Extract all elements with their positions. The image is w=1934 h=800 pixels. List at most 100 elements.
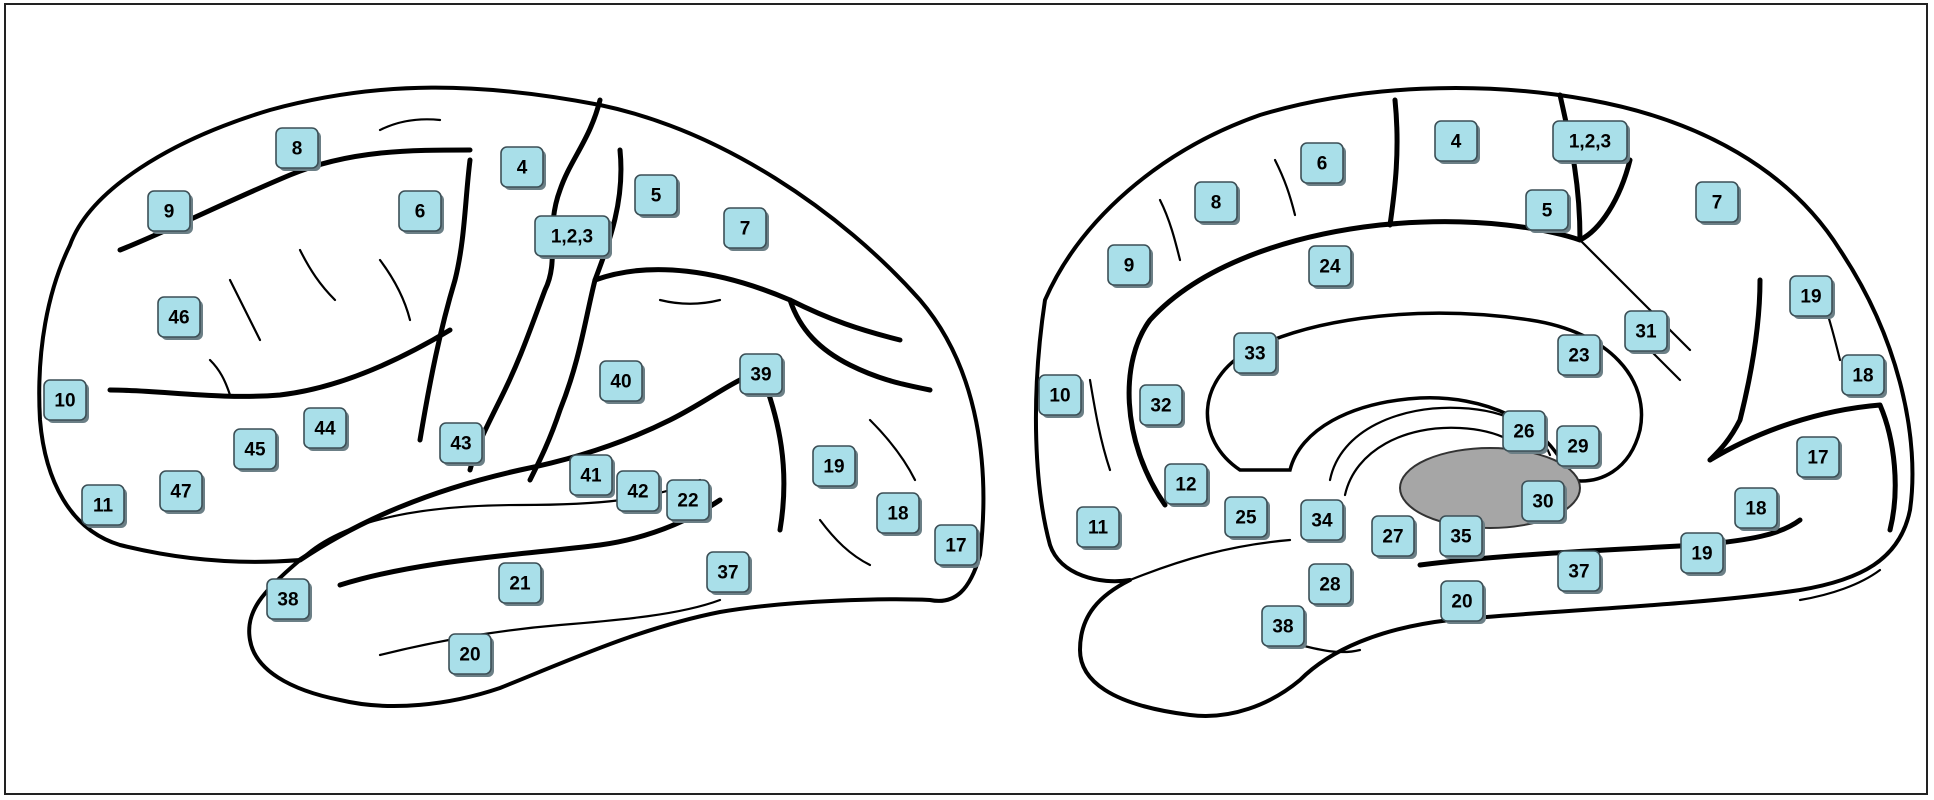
lateral-area-label: 10: [43, 379, 89, 423]
medial-area-label-text: 9: [1124, 256, 1135, 277]
lateral-area-label-box: [634, 174, 678, 216]
lateral-area-label: 44: [303, 407, 349, 451]
sylvian-fissure: [297, 377, 743, 563]
medial-area-label-text: 33: [1244, 344, 1265, 365]
medial-area-label-box: [1521, 480, 1565, 522]
medial-area-label-text: 11: [1088, 518, 1109, 539]
lateral-area-label-text: 45: [244, 440, 266, 461]
medial-area-label-box: [1695, 181, 1739, 223]
medial-area-label: 19: [1789, 275, 1835, 319]
medial-area-label: 1,2,3: [1552, 120, 1630, 164]
lateral-area-label-text: 21: [509, 574, 531, 595]
lateral-area-label-text: 9: [164, 202, 175, 223]
medial-area-label-box: [1789, 275, 1833, 317]
paracentral-sulcus: [1387, 97, 1400, 228]
medial-area-label: 27: [1371, 515, 1417, 559]
medial-area-label: 12: [1164, 463, 1210, 507]
lateral-area-label-text: 39: [750, 365, 771, 386]
lateral-area-label: 22: [666, 479, 712, 523]
lateral-area-label-text: 4: [517, 158, 528, 179]
medial-area-label-text: 37: [1568, 562, 1589, 583]
medial-area-label-text: 24: [1319, 257, 1341, 278]
lateral-area-label: 20: [448, 633, 494, 677]
inferior-temporal-sulcus: [378, 598, 722, 657]
lateral-area-label: 39: [739, 353, 785, 397]
medial-area-label: 11: [1076, 506, 1122, 550]
medial-area-label-box: [1164, 463, 1208, 505]
medial-area-label-text: 5: [1542, 201, 1553, 222]
lateral-area-label: 11: [81, 484, 127, 528]
medial-area-label-box: [1796, 436, 1840, 478]
lateral-area-label-text: 1,2,3: [551, 227, 593, 248]
lateral-area-label: 6: [398, 190, 444, 234]
collateral-sulcus: [1417, 517, 1803, 568]
medial-area-label: 30: [1521, 480, 1567, 524]
medial-area-label-box: [1734, 487, 1778, 529]
lateral-area-label: 38: [266, 578, 312, 622]
lateral-area-label: 8: [275, 127, 321, 171]
medial-area-label-text: 1,2,3: [1569, 132, 1611, 153]
minor-sulcus-2: [228, 278, 262, 342]
lateral-area-label-text: 46: [168, 308, 189, 329]
lateral-area-label: 47: [159, 470, 205, 514]
medial-area-label-text: 4: [1451, 132, 1462, 153]
medial-parieto-occipital-sulcus: [1707, 277, 1763, 463]
lateral-area-label-box: [500, 146, 544, 188]
medial-area-label-box: [1557, 334, 1601, 376]
precentral-sulcus: [417, 157, 473, 443]
medial-area-label-text: 31: [1635, 322, 1657, 343]
lateral-area-label-text: 7: [740, 219, 751, 240]
lateral-area-label-box: [439, 422, 483, 464]
medial-area-label-text: 18: [1852, 366, 1873, 387]
medial-area-label: 28: [1308, 563, 1354, 607]
lateral-area-label-box: [303, 407, 347, 449]
minor-sulcus-6: [868, 418, 917, 482]
medial-area-label-text: 26: [1513, 422, 1534, 443]
lateral-area-label-box: [159, 470, 203, 512]
medial-area-label: 8: [1194, 181, 1240, 225]
medial-area-label-box: [1371, 515, 1415, 557]
medial-area-label: 34: [1300, 499, 1346, 543]
medial-area-label: 17: [1796, 436, 1842, 480]
medial-area-label: 29: [1556, 425, 1602, 469]
medial-area-label: 20: [1440, 580, 1486, 624]
medial-area-label-box: [1557, 550, 1601, 592]
medial-minor-3: [1088, 378, 1112, 472]
medial-area-label-text: 6: [1317, 154, 1328, 175]
medial-area-label-text: 18: [1745, 499, 1766, 520]
lateral-area-label-box: [812, 445, 856, 487]
central-sulcus: [467, 97, 603, 473]
lateral-area-label: 46: [157, 296, 203, 340]
lateral-area-label: 42: [616, 470, 662, 514]
medial-area-label: 9: [1107, 244, 1153, 288]
medial-area-label: 25: [1224, 496, 1270, 540]
lateral-area-label-text: 8: [292, 139, 303, 160]
lateral-area-label-text: 6: [415, 202, 426, 223]
lateral-area-label-text: 38: [277, 590, 298, 611]
lateral-area-label-text: 5: [651, 186, 662, 207]
lateral-area-label-box: [147, 190, 191, 232]
medial-area-label: 38: [1261, 605, 1307, 649]
lateral-area-label: 37: [706, 551, 752, 595]
lateral-area-label-text: 20: [459, 645, 480, 666]
lateral-area-label-box: [266, 578, 310, 620]
medial-area-label: 19: [1680, 532, 1726, 576]
lateral-area-label-box: [569, 454, 613, 496]
medial-area-label-text: 25: [1235, 508, 1257, 529]
inferior-frontal-sulcus: [107, 327, 453, 399]
lateral-area-label: 1,2,3: [534, 215, 612, 259]
medial-area-label: 7: [1695, 181, 1741, 225]
medial-area-label: 31: [1624, 310, 1670, 354]
medial-area-label: 5: [1525, 189, 1571, 233]
medial-area-label-box: [1194, 181, 1238, 223]
medial-area-label: 18: [1734, 487, 1780, 531]
medial-area-label-box: [1308, 563, 1352, 605]
medial-area-label-box: [1139, 384, 1183, 426]
lateral-area-label-box: [275, 127, 319, 169]
lateral-area-label: 7: [723, 207, 769, 251]
medial-area-label: 6: [1300, 142, 1346, 186]
medial-area-label-text: 32: [1150, 396, 1171, 417]
medial-area-label-text: 12: [1175, 475, 1196, 496]
